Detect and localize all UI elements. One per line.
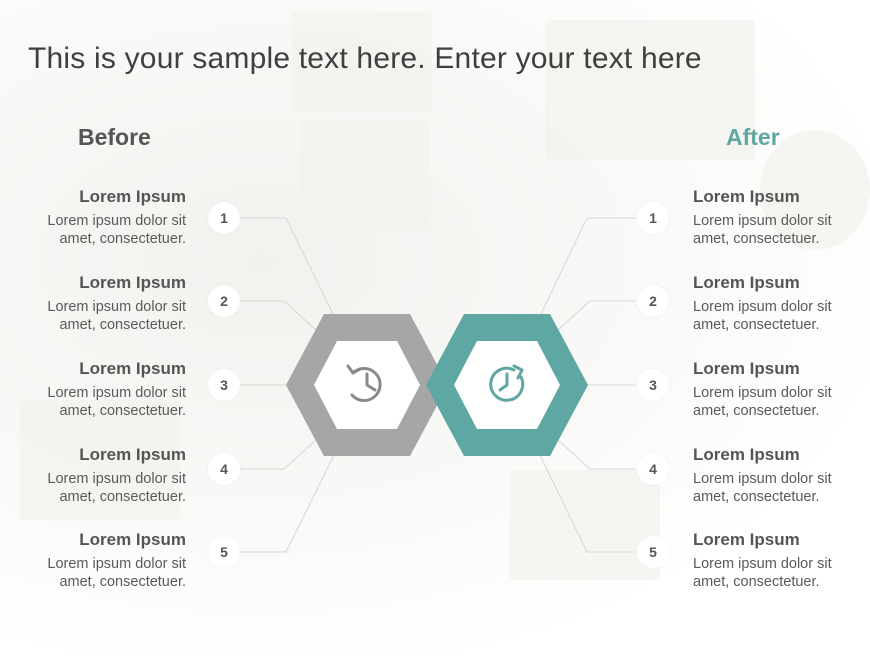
before-number-3: 3 xyxy=(208,369,240,401)
connector-line xyxy=(557,439,635,470)
after-number-3: 3 xyxy=(637,369,669,401)
connector-line xyxy=(539,454,635,553)
connector-line xyxy=(240,439,317,470)
background-photo-shape xyxy=(292,12,432,112)
item-title: Lorem Ipsum xyxy=(693,445,800,464)
item-title: Lorem Ipsum xyxy=(79,187,186,206)
after-number-4: 4 xyxy=(637,453,669,485)
connector-line xyxy=(240,454,335,553)
item-title: Lorem Ipsum xyxy=(79,530,186,549)
item-title: Lorem Ipsum xyxy=(79,359,186,378)
item-title: Lorem Ipsum xyxy=(79,445,186,464)
after-number-5: 5 xyxy=(637,536,669,568)
background-photo-shape xyxy=(545,20,755,160)
connector-line xyxy=(240,300,317,331)
before-number-1: 1 xyxy=(208,202,240,234)
after-number-2: 2 xyxy=(637,285,669,317)
before-number-2: 2 xyxy=(208,285,240,317)
item-title: Lorem Ipsum xyxy=(79,273,186,292)
page-title: This is your sample text here. Enter you… xyxy=(28,42,702,75)
before-number-5: 5 xyxy=(208,536,240,568)
item-title: Lorem Ipsum xyxy=(693,530,800,549)
item-title: Lorem Ipsum xyxy=(693,273,800,292)
item-title: Lorem Ipsum xyxy=(693,187,800,206)
before-number-4: 4 xyxy=(208,453,240,485)
after-number-1: 1 xyxy=(637,202,669,234)
before-heading: Before xyxy=(78,124,151,150)
background-photo-shape xyxy=(20,400,180,520)
after-heading: After xyxy=(726,124,780,150)
connector-line xyxy=(240,217,335,317)
background-photo-shape xyxy=(510,470,660,580)
history-icon xyxy=(346,364,382,403)
background-photo-shape xyxy=(300,120,430,230)
clock-refresh-icon xyxy=(489,364,525,402)
item-title: Lorem Ipsum xyxy=(693,359,800,378)
background-photo-shape xyxy=(760,130,870,250)
connector-line xyxy=(539,217,635,317)
connector-line xyxy=(557,300,635,331)
